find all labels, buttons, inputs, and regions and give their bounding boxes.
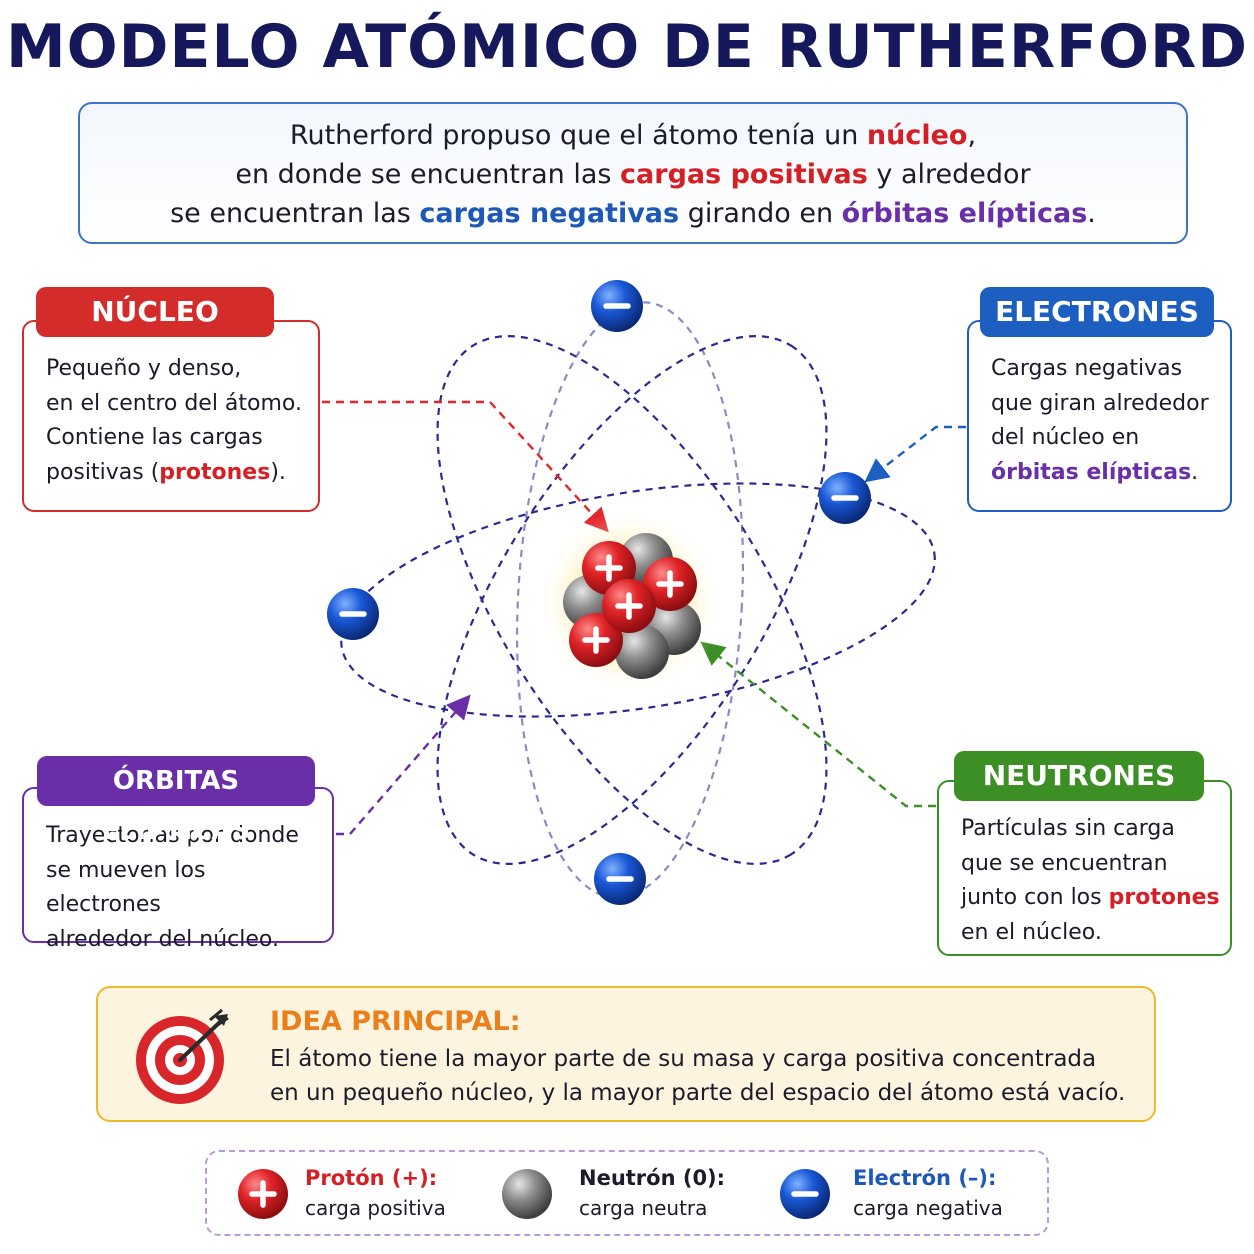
idea-title: IDEA PRINCIPAL: — [270, 1006, 521, 1037]
neutron-icon — [502, 1169, 552, 1219]
neutrones-description: Partículas sin carga que se encuentran j… — [961, 816, 1220, 945]
orbit-horizontal — [340, 482, 936, 718]
electrones-orbits: órbitas elípticas — [991, 459, 1192, 485]
electron-top — [591, 280, 643, 332]
electron-icon — [780, 1169, 830, 1219]
plus-icon — [582, 626, 610, 654]
neutron-desc: carga neutra — [579, 1196, 708, 1220]
plus-icon — [656, 570, 684, 598]
intro-negative: cargas negativas — [419, 198, 680, 229]
orbitas-title: ÓRBITAS ELÍPTICAS — [37, 756, 315, 846]
plus-icon — [615, 592, 643, 620]
electron-left — [327, 588, 379, 640]
intro-positive: cargas positivas — [620, 159, 868, 190]
orbitas-arrow — [336, 694, 471, 836]
orbit-diagonal-a — [436, 335, 828, 865]
intro-line-2: en donde se encuentran las cargas positi… — [235, 159, 1031, 190]
proton — [602, 579, 656, 633]
page-title: MODELO ATÓMICO DE RUTHERFORD — [5, 12, 1249, 82]
electrones-title: ELECTRONES — [980, 287, 1214, 337]
orbitas-card: Trayectorias por donde se mueven los ele… — [22, 787, 334, 952]
neutrones-card: Partículas sin carga que se encuentran j… — [937, 780, 1232, 956]
neutron — [615, 625, 669, 679]
electron-label: Electrón (–): — [853, 1166, 997, 1190]
orbitas-description: Trayectorias por donde se mueven los ele… — [46, 823, 299, 952]
electrones-arrow — [864, 425, 966, 483]
electron-right — [819, 472, 871, 524]
proton-icon — [238, 1169, 288, 1219]
target-icon — [136, 1008, 229, 1104]
proton-label: Protón (+): — [305, 1166, 438, 1190]
proton — [569, 613, 623, 667]
neutrones-protones: protones — [1108, 885, 1220, 910]
electrones-description: Cargas negativas que giran alrededor del… — [991, 356, 1209, 485]
proton — [643, 557, 697, 611]
neutron-label: Neutrón (0): — [579, 1166, 726, 1190]
nucleo-description: Pequeño y denso, en el centro del átomo.… — [46, 356, 302, 485]
idea-box: IDEA PRINCIPAL: El átomo tiene la mayor … — [96, 986, 1156, 1122]
electron-desc: carga negativa — [853, 1196, 1003, 1220]
legend: Protón (+): carga positiva Neutrón (0): … — [205, 1150, 1049, 1236]
intro-line-1: Rutherford propuso que el átomo tenía un… — [289, 120, 977, 151]
intro-nucleo: núcleo — [866, 120, 968, 151]
plus-icon — [595, 554, 623, 582]
intro-orbits: órbitas elípticas — [841, 198, 1088, 229]
neutrones-title: NEUTRONES — [954, 751, 1204, 801]
idea-text: El átomo tiene la mayor parte de su masa… — [270, 1046, 1126, 1106]
nucleo-title: NÚCLEO — [36, 287, 274, 337]
nucleo-card: Pequeño y denso, en el centro del átomo.… — [22, 320, 320, 512]
nucleus — [538, 510, 722, 694]
electrones-card: Cargas negativas que giran alrededor del… — [967, 320, 1232, 512]
neutrones-arrow — [700, 641, 936, 808]
intro-line-3: se encuentran las cargas negativas giran… — [170, 198, 1096, 229]
nucleo-protones: protones — [159, 459, 271, 485]
proton-desc: carga positiva — [305, 1196, 446, 1220]
electron-bottom — [594, 853, 646, 905]
intro-box: Rutherford propuso que el átomo tenía un… — [78, 102, 1188, 244]
nucleo-arrow — [322, 400, 609, 533]
orbit-diagonal-b — [436, 335, 828, 865]
